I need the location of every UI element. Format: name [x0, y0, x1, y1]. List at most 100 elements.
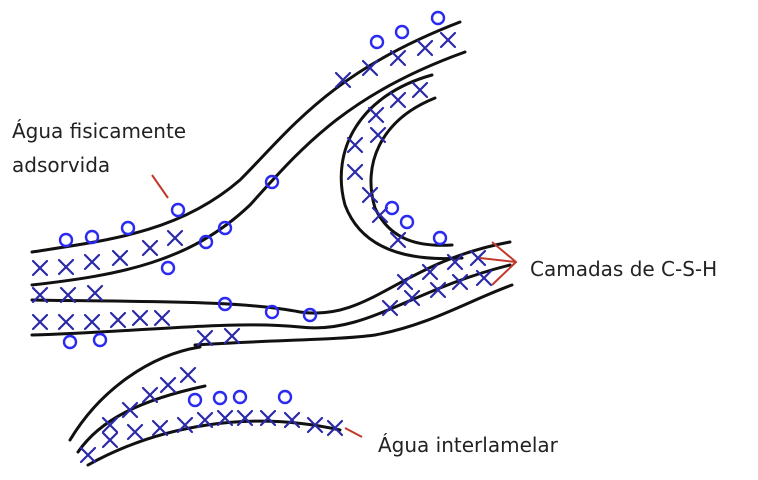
x-marker	[83, 313, 101, 331]
x-marker	[31, 313, 49, 331]
x-marker	[223, 327, 241, 345]
x-marker	[141, 239, 159, 257]
label-pointers	[151, 174, 518, 438]
x-marker	[411, 81, 429, 99]
csh-layers-label: Camadas de C-S-H	[530, 257, 717, 281]
x-marker	[153, 309, 171, 327]
x-marker	[439, 31, 457, 49]
x-marker	[475, 269, 493, 287]
x-marker	[389, 91, 407, 109]
o-marker	[187, 392, 203, 408]
csh-layers-pointer-tail	[479, 257, 517, 263]
adsorbed-water-pointer	[151, 174, 169, 199]
x-marker	[381, 299, 399, 317]
x-marker	[126, 423, 144, 441]
o-marker	[369, 34, 385, 50]
x-marker	[346, 136, 364, 154]
x-marker	[421, 263, 439, 281]
o-marker	[120, 220, 136, 236]
interlayer-water-x-markers	[31, 31, 493, 464]
csh-layer	[30, 20, 462, 254]
o-marker	[62, 334, 78, 350]
x-marker	[131, 309, 149, 327]
o-marker	[160, 260, 176, 276]
o-marker	[432, 230, 448, 246]
x-marker	[361, 59, 379, 77]
adsorbed-water-o-markers	[58, 10, 448, 408]
x-marker	[57, 258, 75, 276]
x-marker	[469, 249, 487, 267]
x-marker	[196, 411, 214, 429]
x-marker	[369, 126, 387, 144]
x-marker	[101, 416, 119, 434]
x-marker	[57, 313, 75, 331]
x-marker	[403, 289, 421, 307]
x-marker	[416, 39, 434, 57]
x-marker	[31, 286, 49, 304]
o-marker	[302, 307, 318, 323]
o-marker	[217, 296, 233, 312]
csh-layer	[30, 240, 512, 315]
o-marker	[92, 332, 108, 348]
x-marker	[361, 186, 379, 204]
x-marker	[109, 311, 127, 329]
x-marker	[236, 409, 254, 427]
csh-layer	[68, 345, 202, 442]
csh-layer	[30, 263, 512, 337]
x-marker	[371, 206, 389, 224]
x-marker	[306, 416, 324, 434]
x-marker	[86, 284, 104, 302]
x-marker	[367, 106, 385, 124]
csh-layer	[339, 73, 464, 261]
x-marker	[83, 253, 101, 271]
o-marker	[58, 232, 74, 248]
x-marker	[151, 419, 169, 437]
x-marker	[141, 386, 159, 404]
x-marker	[176, 416, 194, 434]
x-marker	[389, 231, 407, 249]
o-marker	[84, 229, 100, 245]
o-marker	[264, 174, 280, 190]
x-marker	[346, 163, 364, 181]
x-marker	[451, 273, 469, 291]
csh-layers-pointer	[491, 241, 518, 286]
o-marker	[399, 214, 415, 230]
x-marker	[121, 401, 139, 419]
x-marker	[259, 409, 277, 427]
x-marker	[334, 71, 352, 89]
o-marker	[212, 390, 228, 406]
x-marker	[196, 329, 214, 347]
x-marker	[111, 249, 129, 267]
csh-layer	[86, 419, 342, 467]
x-marker	[101, 431, 119, 449]
x-marker	[389, 49, 407, 67]
x-marker	[446, 253, 464, 271]
o-marker	[430, 10, 446, 26]
x-marker	[326, 419, 344, 437]
csh-layer-sheets	[30, 20, 514, 467]
csh-layer	[369, 96, 454, 247]
x-marker	[79, 446, 97, 464]
o-marker	[384, 200, 400, 216]
interlayer-water-label: Água interlamelar	[378, 433, 559, 457]
x-marker	[216, 409, 234, 427]
csh-layer	[76, 384, 207, 454]
o-marker	[232, 389, 248, 405]
x-marker	[166, 229, 184, 247]
o-marker	[198, 234, 214, 250]
csh-layer	[193, 283, 514, 347]
o-marker	[394, 24, 410, 40]
x-marker	[159, 376, 177, 394]
x-marker	[59, 286, 77, 304]
csh-layer	[30, 50, 467, 287]
interlayer-water-pointer	[344, 427, 363, 438]
x-marker	[179, 366, 197, 384]
o-marker	[170, 202, 186, 218]
x-marker	[429, 281, 447, 299]
x-marker	[31, 259, 49, 277]
o-marker	[217, 220, 233, 236]
x-marker	[283, 411, 301, 429]
adsorbed-water-label-line2: adsorvida	[12, 153, 110, 177]
o-marker	[277, 389, 293, 405]
